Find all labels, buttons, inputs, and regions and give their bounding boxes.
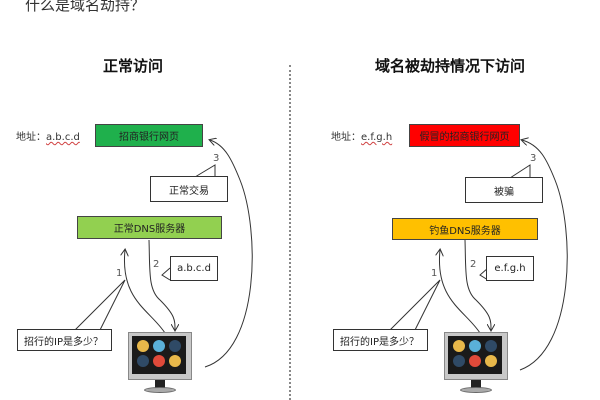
section-title-hijacked: 域名被劫持情况下访问 (375, 57, 526, 75)
step-3-label: 3 (530, 153, 537, 164)
address-value: a.b.c.d (46, 132, 80, 143)
callout-ip-question: 招行的IP是多少？ (17, 329, 112, 351)
normal-dns-server-box: 正常DNS服务器 (77, 216, 222, 239)
section-divider (289, 65, 291, 400)
step-2-label: 2 (153, 259, 160, 270)
computer-monitor-icon (128, 332, 192, 394)
step-3-label: 3 (213, 153, 220, 164)
page-title: 什么是域名劫持？ (25, 0, 146, 14)
callout-ip-question: 招行的IP是多少？ (333, 329, 428, 351)
callout-normal-transaction: 正常交易 (150, 176, 228, 202)
section-title-normal: 正常访问 (103, 57, 164, 75)
computer-monitor-icon (444, 332, 508, 394)
address-label: 地址： (331, 132, 361, 143)
step-1-label: 1 (431, 268, 438, 279)
fake-bank-website-box: 假冒的招商银行网页 (409, 124, 520, 147)
step-2-label: 2 (470, 259, 477, 270)
address-hijacked: 地址：e.f.g.h (331, 128, 392, 143)
bank-website-box: 招商银行网页 (95, 124, 203, 147)
address-normal: 地址：a.b.c.d (16, 128, 80, 143)
callout-dns-reply: a.b.c.d (170, 256, 218, 281)
address-value: e.f.g.h (361, 132, 393, 143)
step-1-label: 1 (116, 268, 123, 279)
callout-scammed: 被骗 (465, 177, 543, 203)
phishing-dns-server-box: 钓鱼DNS服务器 (392, 218, 538, 240)
callout-dns-reply: e.f.g.h (486, 256, 534, 281)
address-label: 地址： (16, 132, 46, 143)
